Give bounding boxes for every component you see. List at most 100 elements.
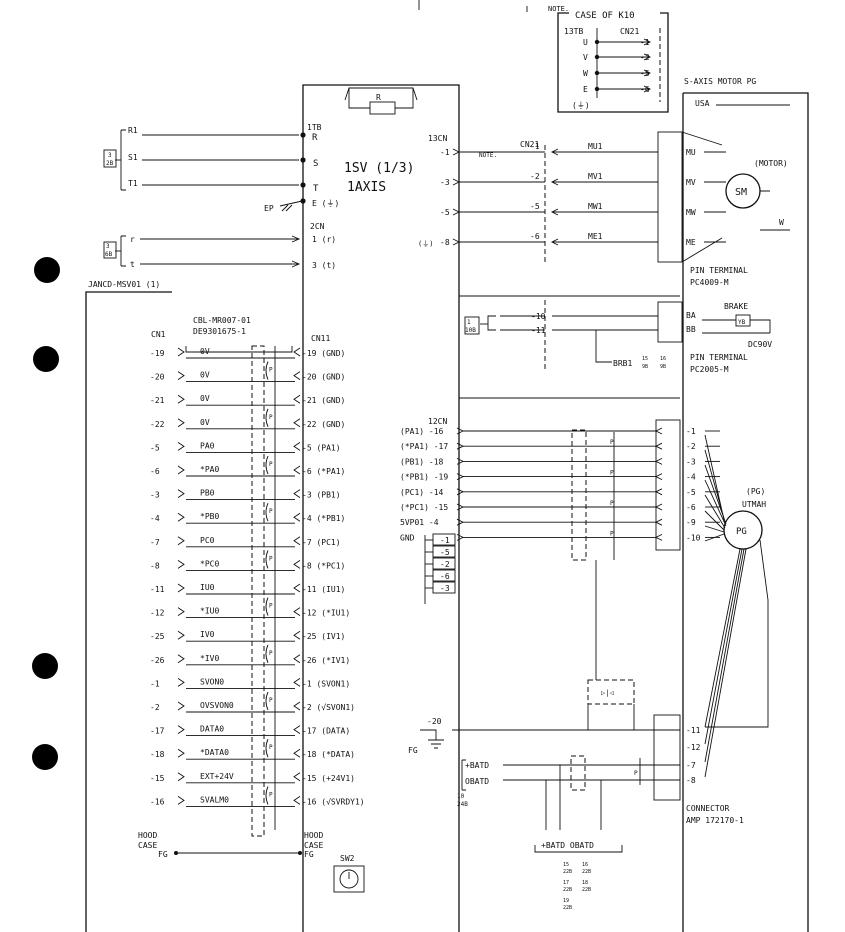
jancd-title: JANCD-MSV01 (1) xyxy=(88,280,160,289)
case-term-3: E xyxy=(583,85,588,94)
resistor-label: R xyxy=(376,93,381,102)
pg-pin-6: -9 xyxy=(686,518,696,527)
cn1-pin-9: -8 xyxy=(150,561,160,570)
cn1-pin-17: -18 xyxy=(150,750,165,759)
bottom-ref: 22B xyxy=(582,869,591,875)
input-r-ctrl: r xyxy=(130,235,135,244)
input-r1: R1 xyxy=(128,126,138,135)
pg-pin-5: -6 xyxy=(686,503,696,512)
cn12-sig-4: (PC1) -14 xyxy=(400,488,444,497)
twist-p-mark: P xyxy=(269,791,273,798)
sw2-switch xyxy=(333,865,365,893)
cable-label: CBL-MR007-01 xyxy=(193,316,251,325)
ref-ctrl-a: 3 xyxy=(106,243,110,250)
ground-symbol: (⏚) xyxy=(572,101,590,110)
note-small: NOTE. xyxy=(479,152,497,159)
cn13-pin-1: -3 xyxy=(440,178,450,187)
bottom-ref: 17 xyxy=(563,880,569,886)
connector-part-label: AMP 172170-1 xyxy=(686,816,744,825)
motor-wire-3: ME1 xyxy=(588,232,603,241)
cn21-pin-3: -6 xyxy=(530,232,540,241)
cn13-pin-2: -5 xyxy=(440,208,450,217)
usa-label: USA xyxy=(695,99,710,108)
pin-terminal-block xyxy=(657,131,683,263)
twist-p-mark: P xyxy=(269,744,273,751)
pg-pin-1: -2 xyxy=(686,442,696,451)
motor-wire-1: MV1 xyxy=(588,172,603,181)
lower-pin-3: -8 xyxy=(686,776,696,785)
signal-14: SVON0 xyxy=(200,677,224,686)
cn11-pin-0: -19 (GND) xyxy=(302,349,345,358)
servo-title: 1SV (1/3) xyxy=(344,161,414,176)
motor-wire-0: MU1 xyxy=(588,142,603,151)
brake-term-bb: BB xyxy=(686,325,696,334)
case-pin-2: -5 xyxy=(640,69,650,78)
signal-3: 0V xyxy=(200,418,210,427)
cn11-pin-4: -5 (PA1) xyxy=(302,443,341,452)
cn11-pin-15: -2 (√SVON1) xyxy=(302,703,355,712)
signal-15: OVSVON0 xyxy=(200,701,234,710)
signal-4: PA0 xyxy=(200,441,215,450)
cn12-sig-3: (*PB1) -19 xyxy=(400,473,448,482)
cn1-pin-12: -25 xyxy=(150,632,165,641)
pg-label: (PG) xyxy=(746,487,765,496)
pg-pin-3: -4 xyxy=(686,473,696,482)
twist-p-mark: P xyxy=(269,555,273,562)
brake-block: BA BB BRAKE YB DC90V -10 -11 1 10B BRB1 … xyxy=(459,295,772,374)
batd-ref-a: 10 xyxy=(457,793,465,800)
signal-6: PB0 xyxy=(200,489,215,498)
brake-pin-11: -11 xyxy=(531,326,546,335)
cn1-pin-4: -5 xyxy=(150,443,160,452)
cn1-pin-13: -26 xyxy=(150,656,165,665)
case-pin-0: -1 xyxy=(640,38,650,47)
cn12-sig-0: (PA1) -16 xyxy=(400,427,444,436)
signal-16: DATA0 xyxy=(200,725,224,734)
cn11-pin-17: -18 (*DATA) xyxy=(302,750,355,759)
cn12-sig-6: 5VP01 -4 xyxy=(400,518,439,527)
brake-pin-10: -10 xyxy=(531,312,546,321)
servo-axis: 1AXIS xyxy=(347,180,386,195)
signal-19: SVALM0 xyxy=(200,795,229,804)
twist-p-mark: P xyxy=(269,414,273,421)
gnd-pin-1: -5 xyxy=(440,548,450,557)
motor-term-2: MW xyxy=(686,208,696,217)
bottom-batd-label: +BATD OBATD xyxy=(541,841,594,850)
lower-pin-0: -11 xyxy=(686,726,701,735)
binder-hole xyxy=(32,744,58,770)
lower-pin-2: -7 xyxy=(686,761,696,770)
cn1-pin-11: -12 xyxy=(150,609,165,618)
signal-13: *IV0 xyxy=(200,654,219,663)
cn1-pin-10: -11 xyxy=(150,585,165,594)
gnd-pin-2: -2 xyxy=(440,560,450,569)
twist-p-mark: P xyxy=(269,508,273,515)
brake-yb: YB xyxy=(738,319,746,326)
cn11-pin-7: -4 (*PB1) xyxy=(302,514,345,523)
cn11-pin-19: -16 (√SVRDY1) xyxy=(302,797,365,806)
cn2-pin-1: 1 (r) xyxy=(312,235,336,244)
twist-p-mark: P xyxy=(269,367,273,374)
cn12-sig-1: (*PA1) -17 xyxy=(400,442,448,451)
bottom-ref: 22B xyxy=(582,887,591,893)
cn1-pin-18: -15 xyxy=(150,774,165,783)
ref-main-b: 2B xyxy=(106,160,114,167)
cn13-pin-0: -1 xyxy=(440,148,450,157)
cn11-pin-2: -21 (GND) xyxy=(302,396,345,405)
cn11-pin-12: -25 (IV1) xyxy=(302,632,345,641)
motor-wire-2: MW1 xyxy=(588,202,603,211)
case-right: CASE xyxy=(304,841,323,850)
twist-p-mark: P xyxy=(610,470,614,477)
cn1-pin-7: -4 xyxy=(150,514,160,523)
signal-1: 0V xyxy=(200,371,210,380)
motor-term-0: MU xyxy=(686,148,696,157)
cn1-pin-8: -7 xyxy=(150,538,160,547)
pg-pin-7: -10 xyxy=(686,533,701,542)
cn1-pin-1: -20 xyxy=(150,373,165,382)
motor-pg-block: S-AXIS MOTOR PG USA 13CN CN21 NOTE. -1-1… xyxy=(418,77,809,932)
brake-ref-15: 15 xyxy=(642,356,648,362)
cn1-pin-6: -3 xyxy=(150,491,160,500)
brake-ref-9b: 9B xyxy=(642,364,648,370)
cn1-pin-3: -22 xyxy=(150,420,165,429)
signal-10: IU0 xyxy=(200,583,215,592)
batd-label: +BATD xyxy=(465,761,489,770)
jancd-block: JANCD-MSV01 (1) CN1 CBL-MR007-01 DE93016… xyxy=(85,280,365,932)
